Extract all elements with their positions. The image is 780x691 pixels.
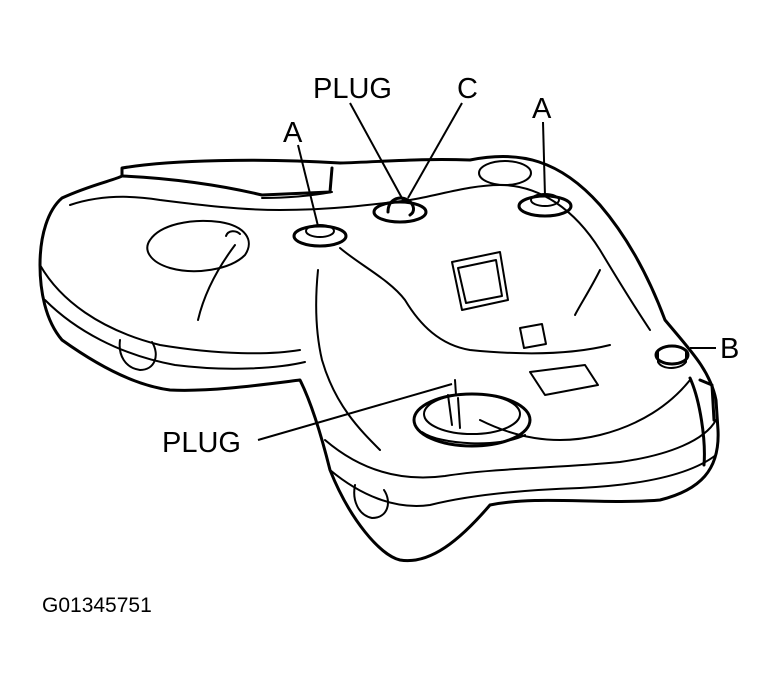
pump-unit-plug bbox=[412, 379, 532, 448]
figure-code: G01345751 bbox=[42, 594, 152, 617]
leader-c bbox=[407, 102, 463, 199]
label-a-right: A bbox=[532, 93, 552, 125]
mount-b bbox=[654, 344, 690, 369]
leader-a-left bbox=[297, 144, 319, 227]
mount-a-right bbox=[517, 193, 573, 218]
leader-plug-top bbox=[349, 102, 404, 201]
label-c: C bbox=[457, 73, 478, 105]
mount-a-left bbox=[292, 224, 348, 248]
label-a-left: A bbox=[283, 117, 303, 149]
label-b: B bbox=[720, 333, 739, 365]
leader-plug-bottom bbox=[257, 383, 453, 441]
mount-c-plug bbox=[372, 196, 428, 224]
label-plug-top: PLUG bbox=[313, 73, 392, 105]
fuel-tank-body bbox=[38, 154, 720, 563]
leader-a-right bbox=[542, 121, 546, 197]
label-plug-bottom: PLUG bbox=[162, 427, 241, 459]
